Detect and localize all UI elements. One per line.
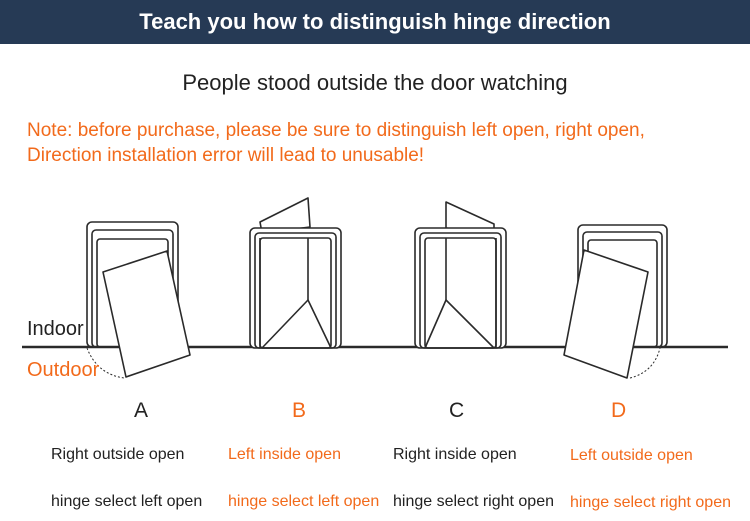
door-b-drawing <box>249 197 342 349</box>
door-d-letter: D <box>611 399 627 422</box>
door-d-hinge: hinge select right open <box>570 494 731 511</box>
door-a-hinge: hinge select left open <box>51 493 203 510</box>
door-c-swing: Right inside open <box>393 446 517 463</box>
door-d-swing: Left outside open <box>570 447 693 464</box>
door-b-letter: B <box>292 399 307 422</box>
header-banner: Teach you how to distinguish hinge direc… <box>0 0 750 44</box>
door-c-letter: C <box>449 399 465 422</box>
door-d-drawing <box>563 224 668 379</box>
warning-note: Note: before purchase, please be sure to… <box>27 118 645 168</box>
indoor-label: Indoor <box>27 318 84 340</box>
page-title: Teach you how to distinguish hinge direc… <box>139 9 611 34</box>
door-a-drawing <box>86 221 191 379</box>
note-line-2: Direction installation error will lead t… <box>27 145 425 166</box>
door-b-hinge: hinge select left open <box>228 493 380 510</box>
subtitle: People stood outside the door watching <box>182 70 568 95</box>
door-a-letter: A <box>134 399 149 422</box>
door-c-hinge: hinge select right open <box>393 493 554 510</box>
door-c-drawing <box>414 201 507 349</box>
outdoor-label: Outdoor <box>27 359 100 381</box>
door-a-swing: Right outside open <box>51 446 185 463</box>
door-b-swing: Left inside open <box>228 446 341 463</box>
note-line-1: Note: before purchase, please be sure to… <box>27 120 645 141</box>
